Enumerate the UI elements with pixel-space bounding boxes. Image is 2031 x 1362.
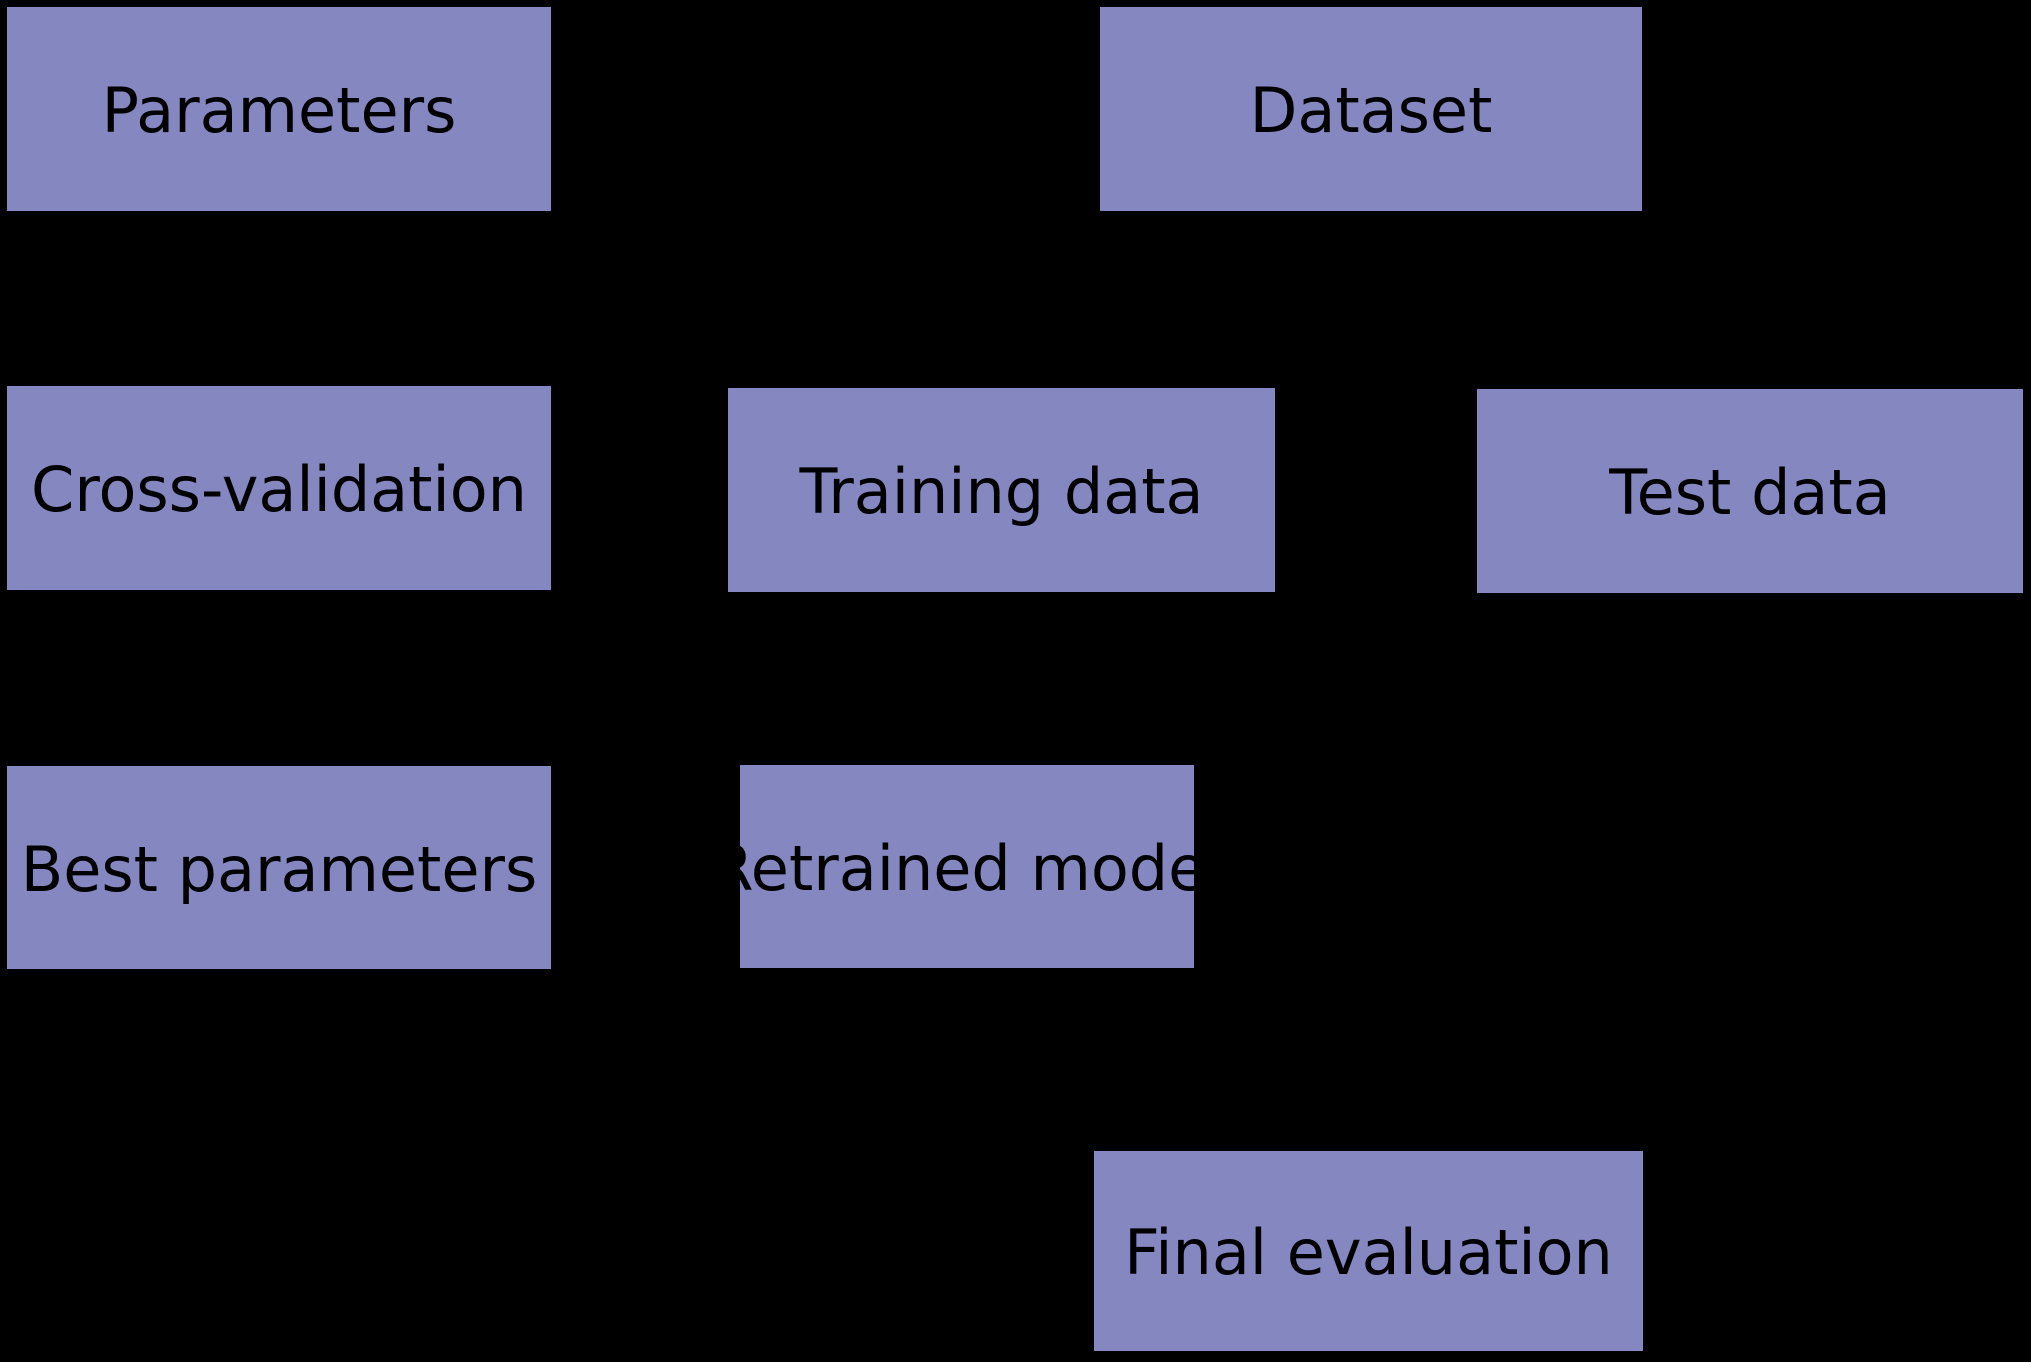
node-best-parameters-label: Best parameters	[20, 832, 538, 906]
node-parameters[interactable]: Parameters	[7, 7, 551, 211]
node-parameters-label: Parameters	[101, 74, 457, 147]
node-retrained-model[interactable]: Retrained model	[711, 765, 1224, 968]
node-dataset[interactable]: Dataset	[1100, 7, 1642, 211]
node-retrained-model-label: Retrained model	[710, 831, 1224, 905]
node-cross-validation[interactable]: Cross-validation	[7, 386, 551, 590]
node-cross-validation-label: Cross-validation	[31, 453, 527, 526]
node-test-data[interactable]: Test data	[1477, 389, 2023, 593]
node-training-data-label: Training data	[799, 455, 1204, 528]
node-best-parameters[interactable]: Best parameters	[7, 766, 551, 969]
node-final-evaluation[interactable]: Final evaluation	[1094, 1151, 1643, 1351]
node-training-data[interactable]: Training data	[728, 388, 1275, 592]
node-dataset-label: Dataset	[1249, 74, 1493, 147]
node-test-data-label: Test data	[1609, 456, 1891, 529]
node-final-evaluation-label: Final evaluation	[1124, 1216, 1613, 1289]
